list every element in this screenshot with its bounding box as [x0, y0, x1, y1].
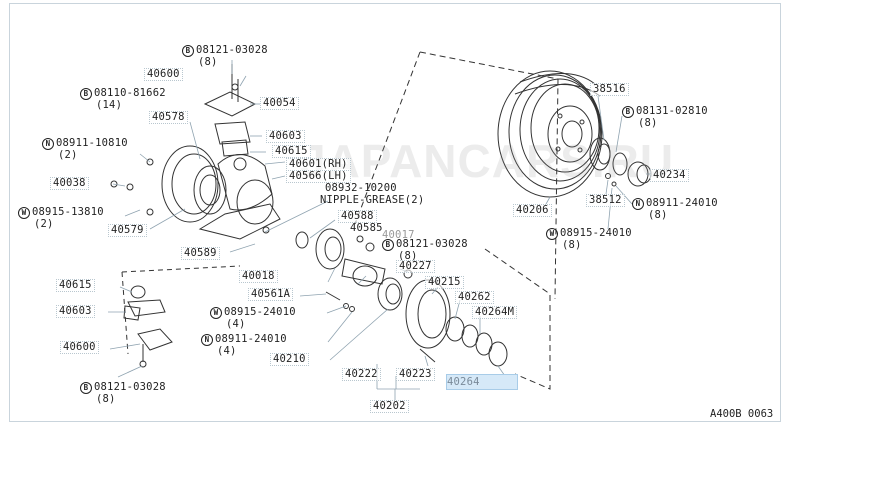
- part-qty: (8): [648, 209, 668, 221]
- washer-badge-icon: W: [210, 307, 222, 319]
- label-part-08932-10200[interactable]: 08932-10200: [325, 182, 397, 194]
- nut-badge-icon: N: [632, 198, 644, 210]
- label-part-40202[interactable]: 40202: [370, 400, 409, 413]
- part-number: 08121-03028: [396, 238, 468, 250]
- label-part-40600-left[interactable]: 40600: [60, 341, 99, 354]
- bolt-badge-icon: B: [382, 239, 394, 251]
- group-boundary-caliper: [121, 265, 241, 273]
- label-part-40264m[interactable]: 40264M: [472, 306, 518, 319]
- label-part-40222[interactable]: 40222: [342, 368, 381, 381]
- part-number: 08911-10810: [56, 137, 128, 149]
- caliper-parts-icon: [123, 285, 173, 368]
- bolt-badge-icon: B: [80, 382, 92, 394]
- part-qty: (8): [198, 56, 218, 68]
- axle-hub-icon: [295, 228, 413, 311]
- label-part-40589[interactable]: 40589: [181, 247, 220, 260]
- part-qty: (2): [34, 218, 54, 230]
- part-number: 08110-81662: [94, 87, 166, 99]
- nut-badge-icon: N: [201, 334, 213, 346]
- label-part-40227[interactable]: 40227: [396, 260, 435, 273]
- part-qty: (8): [398, 250, 418, 262]
- part-qty: (8): [638, 117, 658, 129]
- washer-badge-icon: W: [18, 207, 30, 219]
- diagram-code: A400B 0063: [710, 408, 774, 420]
- label-part-40206[interactable]: 40206: [513, 204, 552, 217]
- part-number: 08911-24010: [215, 333, 287, 345]
- label-part-40210[interactable]: 40210: [270, 353, 309, 366]
- bolt-badge-icon: B: [622, 106, 634, 118]
- rear-hub-icon: [589, 137, 652, 187]
- label-part-40017[interactable]: 40017: [382, 229, 415, 241]
- label-part-40223[interactable]: 40223: [396, 368, 435, 381]
- label-part-38512[interactable]: 38512: [586, 194, 625, 207]
- label-part-40615-left[interactable]: 40615: [56, 279, 95, 292]
- label-part-40603-left[interactable]: 40603: [56, 305, 95, 318]
- part-number: 08915-24010: [560, 227, 632, 239]
- part-qty: (14): [96, 99, 123, 111]
- label-part-40262[interactable]: 40262: [455, 291, 494, 304]
- part-qty: (8): [96, 393, 116, 405]
- exploded-view-drawing: [108, 51, 652, 400]
- label-part-40018[interactable]: 40018: [239, 270, 278, 283]
- part-number: 08911-24010: [646, 197, 718, 209]
- bolt-badge-icon: B: [182, 45, 194, 57]
- part-number: 08131-02810: [636, 105, 708, 117]
- label-part-40215[interactable]: 40215: [425, 276, 464, 289]
- label-part-40561a[interactable]: 40561A: [248, 288, 294, 301]
- bolt-badge-icon: B: [80, 88, 92, 100]
- part-number: 08121-03028: [196, 44, 268, 56]
- knuckle-flange-icon: [126, 145, 227, 223]
- label-part-40585[interactable]: 40585: [350, 222, 383, 234]
- label-part-40603-top[interactable]: 40603: [266, 130, 305, 143]
- group-boundary-hub: [484, 248, 551, 390]
- part-qty: (2): [58, 149, 78, 161]
- label-nipple-grease[interactable]: NIPPLE-GREASE(2): [320, 194, 425, 206]
- part-qty: (4): [226, 318, 246, 330]
- part-number: 08915-13810: [32, 206, 104, 218]
- part-qty: (4): [217, 345, 237, 357]
- label-part-40264[interactable]: 40264: [446, 374, 518, 390]
- label-part-38516[interactable]: 38516: [590, 83, 629, 96]
- bolts-icon: [110, 74, 355, 312]
- label-part-40600-top[interactable]: 40600: [144, 68, 183, 81]
- part-number: 08121-03028: [94, 381, 166, 393]
- brake-drum-icon: [497, 70, 603, 198]
- part-qty: (8): [562, 239, 582, 251]
- label-part-40038[interactable]: 40038: [50, 177, 89, 190]
- kingpin-housing-icon: [198, 64, 281, 240]
- nut-badge-icon: N: [42, 138, 54, 150]
- label-part-40566-lh[interactable]: 40566(LH): [286, 170, 351, 183]
- label-part-40234[interactable]: 40234: [650, 169, 689, 182]
- group-boundary-caliper-side: [121, 271, 129, 355]
- label-part-40615-top[interactable]: 40615: [272, 145, 311, 158]
- leader-lines: [108, 60, 650, 400]
- label-part-40054[interactable]: 40054: [260, 97, 299, 110]
- label-part-40579[interactable]: 40579: [108, 224, 147, 237]
- label-part-40588[interactable]: 40588: [338, 210, 377, 223]
- part-number: 08915-24010: [224, 306, 296, 318]
- washer-badge-icon: W: [546, 228, 558, 240]
- group-boundary-left: [354, 51, 421, 225]
- label-part-40578[interactable]: 40578: [149, 111, 188, 124]
